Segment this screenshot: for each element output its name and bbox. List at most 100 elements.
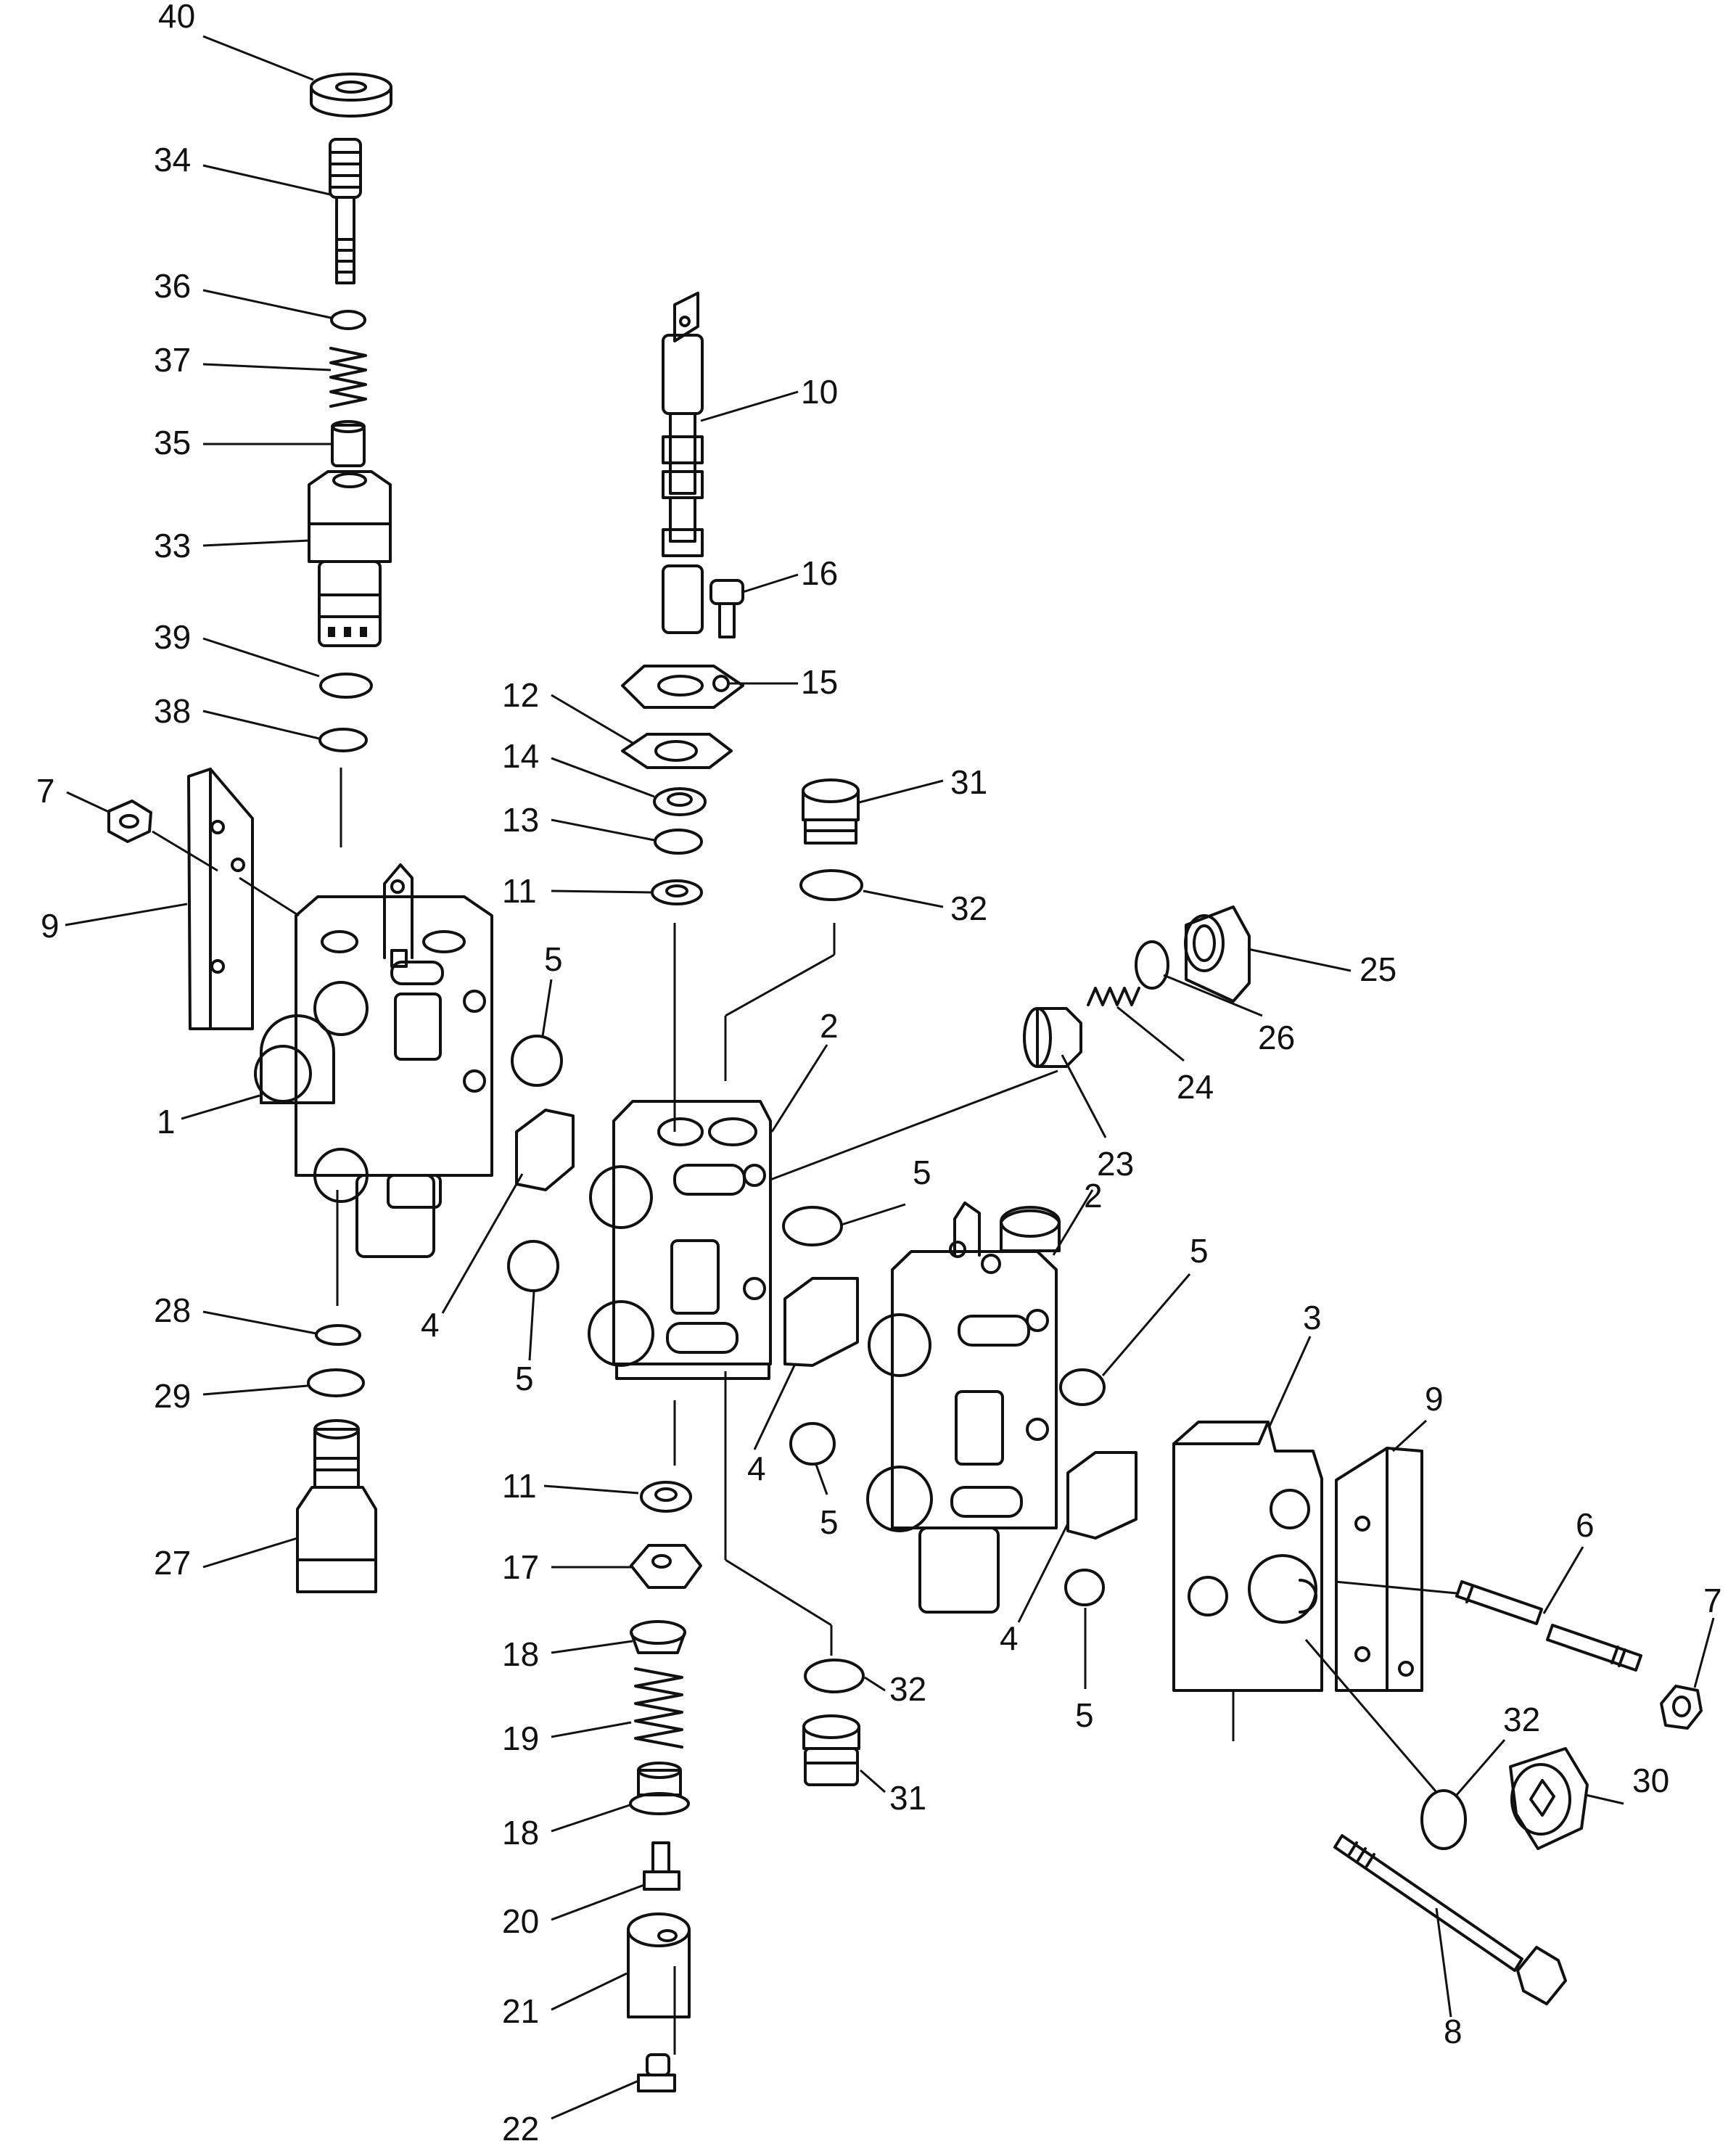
alignment-line [770,1069,1058,1181]
part-1-inlet-valve-body [254,863,493,1258]
leader-29 [202,1384,308,1396]
leader-30 [1585,1793,1624,1805]
callout-34: 34 [154,141,191,178]
callout-32-right: 32 [1503,1701,1540,1738]
leader-5-c [841,1203,906,1226]
leader-7-left [66,791,111,814]
callout-13: 13 [502,801,539,839]
part-29-o-ring [307,1368,365,1397]
leader-16 [742,573,799,593]
part-6-tie-bolt [1455,1580,1642,1672]
callout-6: 6 [1576,1506,1595,1544]
part-27-check-valve [296,1419,377,1593]
callout-15: 15 [801,663,838,701]
leader-39 [202,637,320,678]
callout-2-a: 2 [820,1007,839,1045]
part-13-o-ring [654,829,703,855]
leader-14 [551,757,655,798]
callout-11-bottom: 11 [502,1467,537,1505]
callout-40: 40 [158,0,195,35]
callout-21: 21 [502,1992,539,2030]
part-24-spring [1087,987,1140,1006]
callout-17: 17 [502,1548,539,1586]
part-31-plug-top [802,778,860,845]
callout-38: 38 [154,692,191,730]
callout-16: 16 [801,554,838,592]
callout-14: 14 [502,737,539,775]
leader-18-top [551,1640,633,1654]
callout-4-a: 4 [421,1306,440,1344]
part-20-bolt [643,1841,680,1891]
callout-7-left: 7 [36,772,55,810]
leader-23 [1061,1054,1107,1138]
part-39-o-ring [319,673,373,699]
leader-5-e [1101,1273,1191,1376]
callout-11-top: 11 [502,872,537,910]
leader-24 [1116,1006,1185,1062]
callout-5-f: 5 [1075,1696,1094,1734]
callout-12: 12 [502,676,539,714]
part-5-o-ring-d [789,1422,836,1466]
leader-37 [202,363,332,371]
callout-31-bottom: 31 [889,1779,926,1817]
leader-12 [551,694,633,744]
leader-7-right [1693,1617,1715,1688]
callout-4-c: 4 [1000,1619,1019,1657]
leader-plate-to-body [239,876,300,917]
callout-35: 35 [154,424,191,461]
part-17-retainer [630,1544,702,1589]
callout-37: 37 [154,341,191,379]
callout-27: 27 [154,1544,191,1582]
leader-31-top [858,779,944,804]
leader-22 [551,2079,639,2120]
part-37-spring [329,347,367,408]
part-32-o-ring-bottom [804,1659,865,1693]
part-5-o-ring-c [782,1206,843,1246]
part-3-end-cover [1172,1421,1323,1692]
part-12-gasket [621,733,733,769]
part-21-cap [627,1912,691,2018]
alignment-line [725,953,835,1017]
leader-3 [1268,1336,1312,1427]
part-5-o-ring-f [1064,1569,1105,1606]
leader-19 [551,1721,632,1738]
part-4-gasket-a [515,1109,575,1191]
part-34-adjust-screw [329,138,362,284]
callout-20: 20 [502,1902,539,1940]
leader-2-b [1052,1189,1094,1256]
callout-5-b: 5 [515,1360,534,1397]
leader-32-top [863,889,944,908]
part-25-plug-side [1184,905,1251,1003]
part-11-seal-top [651,879,703,905]
callout-3: 3 [1303,1299,1322,1336]
callout-19: 19 [502,1719,539,1757]
part-28-o-ring [315,1324,361,1346]
leader-5-a [541,979,553,1037]
leader-40 [202,35,314,81]
callout-18-top: 18 [502,1635,539,1673]
callout-29: 29 [154,1377,191,1415]
callout-5-c: 5 [913,1154,931,1191]
leader-5-b [528,1291,535,1361]
leader-2-a [770,1044,828,1133]
leader-38 [202,710,320,740]
callout-4-b: 4 [747,1450,766,1487]
part-9-plate-right [1335,1447,1423,1692]
part-35-poppet [331,420,366,467]
leader-26 [1163,974,1263,1017]
part-10-spool [662,292,704,634]
leader-36 [202,289,332,319]
leader-34 [202,164,331,196]
part-19-spring [634,1667,683,1749]
callout-23: 23 [1097,1145,1134,1183]
leader-5-d [814,1462,828,1495]
callout-28: 28 [154,1291,191,1329]
part-7-nut-left [107,800,152,843]
callout-9-right: 9 [1425,1380,1444,1418]
part-30-plug-right [1509,1747,1589,1850]
leader-6 [1542,1546,1584,1614]
callout-24: 24 [1177,1068,1214,1106]
leader-8 [1435,1907,1452,2018]
callout-2-b: 2 [1084,1177,1103,1215]
part-36-o-ring [330,310,366,330]
